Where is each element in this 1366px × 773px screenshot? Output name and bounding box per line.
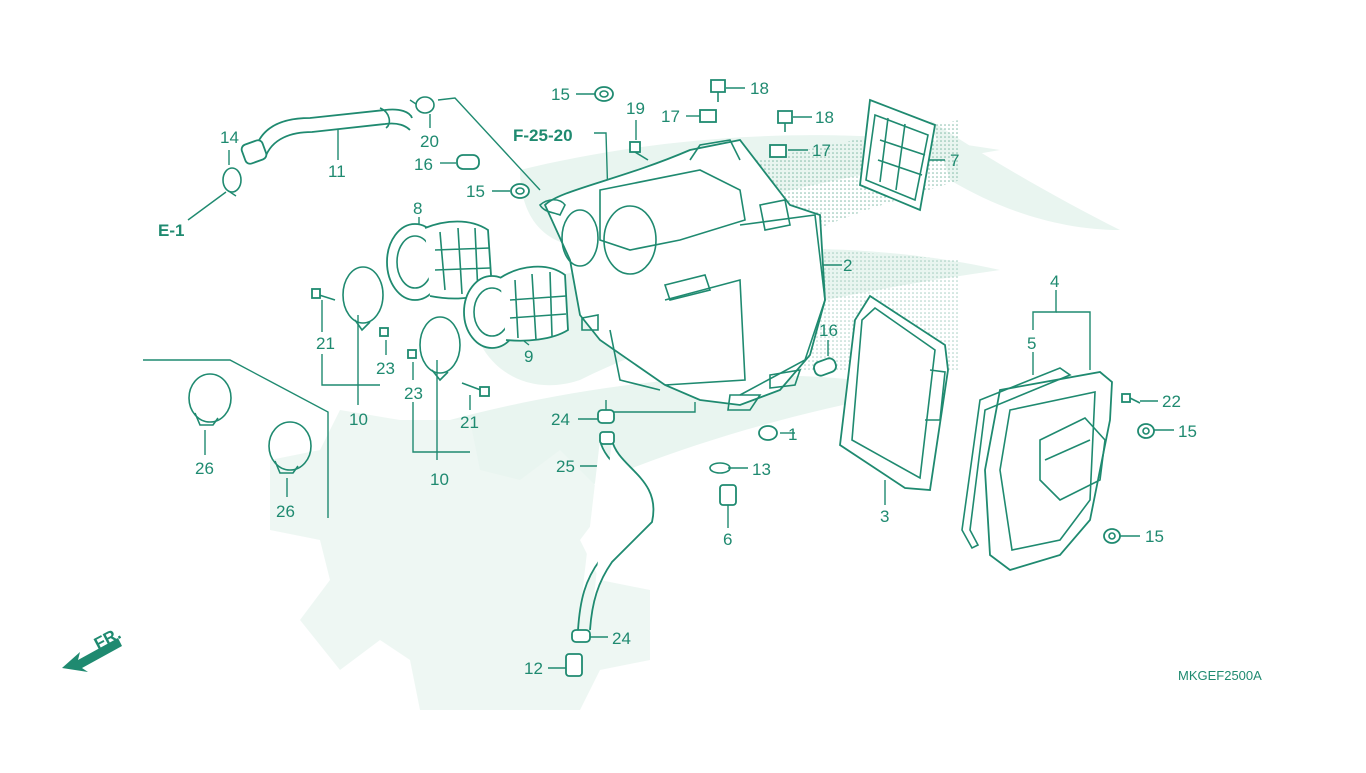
callout-17-right: 17: [812, 141, 831, 160]
band-clamp-26a: [188, 373, 232, 426]
grommet-16b: [813, 357, 837, 377]
clip-24b: [571, 629, 591, 643]
grommet-16a: [456, 154, 480, 170]
callout-2: 2: [843, 256, 852, 275]
callout-10-right: 10: [430, 470, 449, 489]
screw-18b: [777, 110, 793, 132]
air-funnel-9: [463, 265, 569, 349]
plug-6: [719, 484, 737, 506]
callout-12: 12: [524, 659, 543, 678]
drain-tube-25: [577, 431, 655, 631]
clip-17a: [699, 109, 717, 123]
grommet-15b: [510, 183, 530, 199]
callout-13: 13: [752, 460, 771, 479]
callout-21-right: 21: [460, 413, 479, 432]
callout-26-left: 26: [195, 459, 214, 478]
band-clamp-10a: [342, 266, 384, 332]
air-cleaner-case-2: [538, 139, 826, 411]
band-clamp-10b: [419, 316, 461, 382]
callout-5: 5: [1027, 334, 1036, 353]
callout-7: 7: [950, 151, 959, 170]
drain-plug-12: [565, 653, 583, 677]
callout-26-right: 26: [276, 502, 295, 521]
callout-20: 20: [420, 132, 439, 151]
hose-clamp-14: [222, 167, 242, 197]
band-clamp-26b: [268, 421, 312, 474]
callout-23-left: 23: [376, 359, 395, 378]
callout-16-left: 16: [414, 155, 433, 174]
grommet-15c: [1137, 423, 1155, 439]
callout-18-mid: 18: [815, 108, 834, 127]
drawing-code: MKGEF2500A: [1178, 668, 1262, 683]
grommet-15d: [1103, 528, 1121, 544]
clip-24a: [597, 409, 615, 424]
callout-17-left: 17: [661, 107, 680, 126]
clip-17b: [769, 144, 787, 158]
bolt-21a: [311, 288, 336, 301]
screw-22: [1121, 393, 1141, 404]
breather-hose-11: [240, 107, 413, 165]
callout-24-top: 24: [551, 410, 570, 429]
hose-clamp-20: [409, 96, 435, 114]
nut-23a: [379, 327, 389, 337]
grommet-15a: [594, 86, 614, 102]
air-funnel-8: [386, 220, 493, 301]
screw-19: [629, 141, 649, 161]
callout-15-mid: 15: [466, 182, 485, 201]
callout-labels: 1 2 3 4 5 6 7 8 9 10 10 11 12 13 14 15 1…: [91, 79, 1262, 683]
callout-11: 11: [328, 162, 346, 181]
callout-8: 8: [413, 199, 422, 218]
leader-lines: [143, 87, 1174, 669]
callout-3: 3: [880, 507, 889, 526]
callout-15-bottom: 15: [1145, 527, 1164, 546]
callout-22: 22: [1162, 392, 1181, 411]
front-label: FR.: [91, 624, 124, 654]
ref-f-25-20[interactable]: F-25-20: [513, 126, 573, 145]
air-cleaner-cover-4: [984, 371, 1113, 571]
nut-23b: [407, 349, 417, 359]
clip-13: [709, 462, 731, 474]
callout-19: 19: [626, 99, 645, 118]
screw-18a: [710, 79, 726, 102]
callout-18-top: 18: [750, 79, 769, 98]
air-cleaner-element-3: [839, 294, 949, 491]
callout-14: 14: [220, 128, 239, 147]
callout-24-bottom: 24: [612, 629, 631, 648]
callout-10-left: 10: [349, 410, 368, 429]
callout-16-right: 16: [819, 321, 838, 340]
air-cleaner-element-7: [859, 98, 937, 212]
plug-1: [758, 425, 778, 441]
callout-15-top: 15: [551, 85, 570, 104]
callout-15-right: 15: [1178, 422, 1197, 441]
ref-e1[interactable]: E-1: [158, 221, 184, 240]
callout-23-right: 23: [404, 384, 423, 403]
seal-5: [961, 367, 1072, 550]
callout-9: 9: [524, 347, 533, 366]
bolt-21b: [461, 382, 490, 397]
callout-4: 4: [1050, 272, 1059, 291]
callout-21-left: 21: [316, 334, 335, 353]
callout-6: 6: [723, 530, 732, 549]
callout-25: 25: [556, 457, 575, 476]
callout-1: 1: [788, 425, 797, 444]
front-arrow-icon: [62, 638, 122, 672]
